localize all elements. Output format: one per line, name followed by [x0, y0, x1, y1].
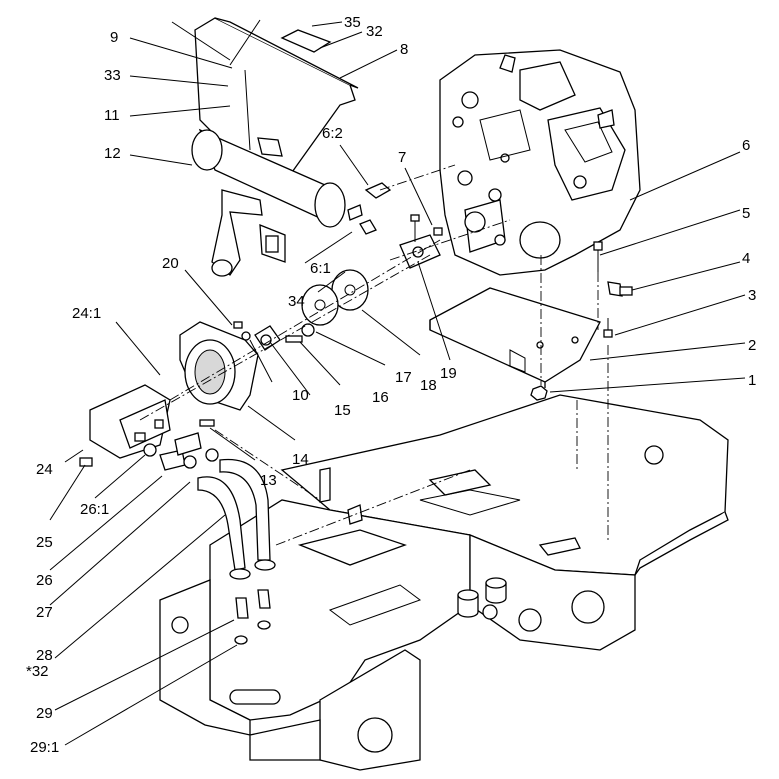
muffler [191, 128, 392, 277]
callout-24: 24 [36, 461, 53, 478]
engine-mount-plate [429, 287, 601, 388]
callout-24-1: 24:1 [72, 305, 101, 322]
callout-20: 20 [162, 255, 179, 272]
callout-2: 2 [748, 337, 756, 354]
callout-32-star: *32 [26, 663, 49, 680]
callout-5: 5 [742, 205, 750, 222]
frame-assembly [159, 394, 729, 771]
callout-13: 13 [260, 472, 277, 489]
callout-29: 29 [36, 705, 53, 722]
callout-25: 25 [36, 534, 53, 551]
callout-26-1: 26:1 [80, 501, 109, 518]
callout-6: 6 [742, 137, 750, 154]
callout-4: 4 [742, 250, 750, 267]
callout-1: 1 [748, 372, 756, 389]
callout-34: 34 [288, 293, 305, 310]
engine [439, 49, 641, 276]
callout-15: 15 [334, 402, 351, 419]
callout-10: 10 [292, 387, 309, 404]
callout-16: 16 [372, 389, 389, 406]
callout-14: 14 [292, 451, 309, 468]
leader-lines [49, 19, 746, 746]
callout-6-1: 6:1 [310, 260, 331, 277]
callout-33: 33 [104, 67, 121, 84]
callout-3: 3 [748, 287, 756, 304]
callout-9: 9 [110, 29, 118, 46]
callout-29-1: 29:1 [30, 739, 59, 756]
assembly-phantom-lines [139, 164, 609, 546]
callout-8: 8 [400, 41, 408, 58]
callout-27: 27 [36, 604, 53, 621]
callout-6-2: 6:2 [322, 125, 343, 142]
callout-12: 12 [104, 145, 121, 162]
callout-labels: 9 33 11 12 35 32 8 6:2 7 6 5 4 3 2 1 6:1… [26, 14, 756, 756]
callout-32: 32 [366, 23, 383, 40]
callout-17: 17 [395, 369, 412, 386]
callout-19: 19 [440, 365, 457, 382]
callout-11: 11 [104, 107, 120, 124]
callout-28: 28 [36, 647, 53, 664]
callout-18: 18 [420, 377, 437, 394]
callout-7: 7 [398, 149, 406, 166]
engine-hardware [433, 227, 633, 401]
callout-26: 26 [36, 572, 53, 589]
callout-35: 35 [344, 14, 361, 31]
pump-mount-stack [79, 214, 441, 645]
